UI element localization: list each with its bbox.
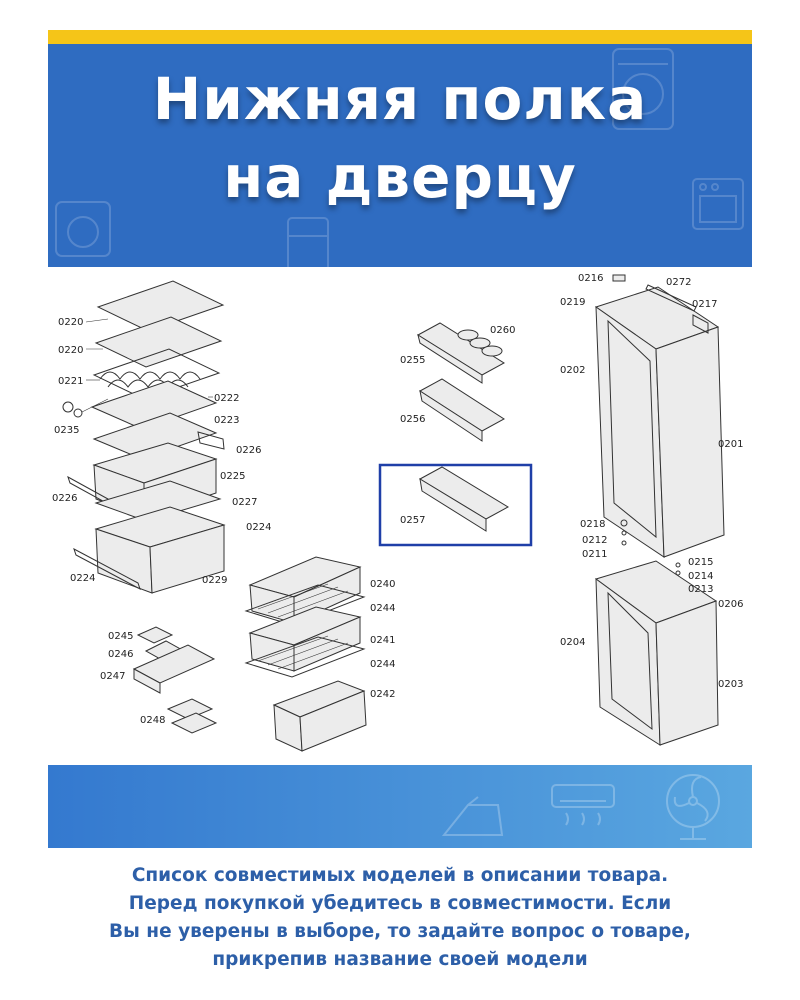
drawer-b xyxy=(248,606,362,672)
label-0220-a: 0220 xyxy=(58,317,83,328)
notice-line-4: прикрепив название своей модели xyxy=(212,949,588,970)
exploded-view-svg: 0220 0220 0221 0222 0223 0235 0226 0225 … xyxy=(52,273,743,752)
drawer-cover-rail xyxy=(197,431,225,450)
title-line-1: Нижняя полка xyxy=(152,65,648,133)
egg-holder xyxy=(166,698,218,734)
grid-shelf-b xyxy=(244,635,366,678)
grid-shelf-a xyxy=(244,583,366,626)
lower-drawer xyxy=(94,506,226,594)
compatibility-notice: Список совместимых моделей в описании то… xyxy=(40,862,760,974)
label-0246: 0246 xyxy=(108,649,133,660)
label-0220-b: 0220 xyxy=(58,345,83,356)
label-0255: 0255 xyxy=(400,355,425,366)
label-0235: 0235 xyxy=(54,425,79,436)
upper-door xyxy=(594,286,725,558)
label-0229: 0229 xyxy=(202,575,227,586)
ice-cube-tray xyxy=(132,626,216,694)
label-0272: 0272 xyxy=(666,277,691,288)
iron-icon xyxy=(441,796,504,836)
label-0203: 0203 xyxy=(718,679,743,690)
label-0201: 0201 xyxy=(718,439,743,450)
fridge-icon xyxy=(287,217,329,267)
footer-banner xyxy=(48,765,752,848)
label-0248: 0248 xyxy=(140,715,165,726)
bottle-rack xyxy=(86,348,221,400)
appliance-icon xyxy=(55,201,111,257)
drawer-c xyxy=(272,680,367,752)
label-0204: 0204 xyxy=(560,637,585,648)
label-0226-a: 0226 xyxy=(236,445,261,456)
door-balcony-middle xyxy=(419,378,505,442)
washing-machine-icon xyxy=(612,48,674,130)
label-0256: 0256 xyxy=(400,414,425,425)
label-0225: 0225 xyxy=(220,471,245,482)
glass-shelf-5 xyxy=(94,480,222,522)
label-0213: 0213 xyxy=(688,584,713,595)
highlighted-lower-door-shelf xyxy=(378,463,533,547)
label-0218: 0218 xyxy=(580,519,605,530)
notice-line-1: Список совместимых моделей в описании то… xyxy=(131,865,669,886)
label-0219: 0219 xyxy=(560,297,585,308)
side-rail-lower xyxy=(73,547,141,591)
label-0212: 0212 xyxy=(582,535,607,546)
glass-shelf-2 xyxy=(86,316,223,368)
glass-shelf-3 xyxy=(90,380,218,430)
label-0226-b: 0226 xyxy=(52,493,77,504)
label-0224-a: 0224 xyxy=(246,522,271,533)
glass-shelf-4 xyxy=(92,412,218,460)
label-0211: 0211 xyxy=(582,549,607,560)
label-0245: 0245 xyxy=(108,631,133,642)
title-line-2: на дверцу xyxy=(223,143,577,211)
oven-icon xyxy=(692,178,744,230)
label-0240: 0240 xyxy=(370,579,395,590)
parts-diagram: 0220 0220 0221 0222 0223 0235 0226 0225 … xyxy=(48,267,752,765)
notice-line-2: Перед покупкой убедитесь в совместимости… xyxy=(128,893,672,914)
page-title: Нижняя полка на дверцу xyxy=(48,60,752,216)
lower-door xyxy=(594,560,719,746)
air-conditioner-icon xyxy=(551,784,615,826)
label-0223: 0223 xyxy=(214,415,239,426)
label-0217: 0217 xyxy=(692,299,717,310)
label-0257: 0257 xyxy=(400,515,425,526)
label-0224-b: 0224 xyxy=(70,573,95,584)
label-0222: 0222 xyxy=(214,393,239,404)
label-0215: 0215 xyxy=(688,557,713,568)
label-0242: 0242 xyxy=(370,689,395,700)
label-0227: 0227 xyxy=(232,497,257,508)
label-0244-a: 0244 xyxy=(370,603,395,614)
label-0244-b: 0244 xyxy=(370,659,395,670)
glass-shelf-1 xyxy=(85,280,225,332)
door-balcony-top xyxy=(417,322,505,384)
label-0241: 0241 xyxy=(370,635,395,646)
label-0214: 0214 xyxy=(688,571,713,582)
label-0247: 0247 xyxy=(100,671,125,682)
label-0216: 0216 xyxy=(578,273,603,284)
label-0260: 0260 xyxy=(490,325,515,336)
notice-line-3: Вы не уверены в выборе, то задайте вопро… xyxy=(109,921,691,942)
yellow-stripe xyxy=(48,30,752,44)
label-0202: 0202 xyxy=(560,365,585,376)
fan-icon xyxy=(666,774,720,840)
header-banner: Нижняя полка на дверцу xyxy=(48,44,752,267)
label-0221: 0221 xyxy=(58,376,83,387)
label-0206: 0206 xyxy=(718,599,743,610)
door-top-parts xyxy=(612,274,709,334)
